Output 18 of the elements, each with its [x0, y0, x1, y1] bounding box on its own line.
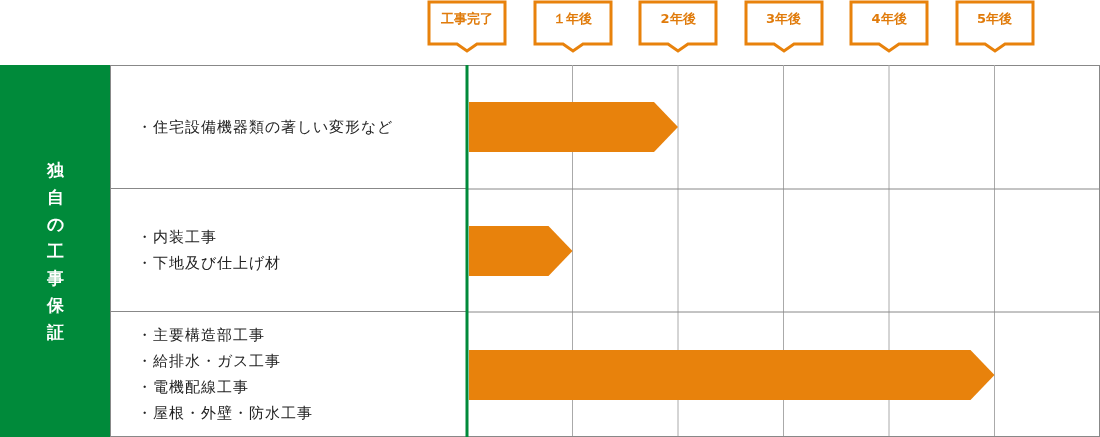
- tick-label: 5年後: [976, 10, 1012, 28]
- tick-label: 4年後: [871, 10, 907, 28]
- list-item: ・下地及び仕上げ材: [137, 253, 281, 274]
- list-item: ・給排水・ガス工事: [137, 351, 281, 372]
- list-item: ・住宅設備機器類の著しい変形など: [137, 116, 393, 138]
- tick-label: 工事完了: [441, 10, 493, 28]
- table-cell: [110, 189, 468, 312]
- tick-label: 3年後: [765, 10, 801, 28]
- list-item: ・内装工事: [137, 227, 217, 248]
- table-cell: [110, 312, 468, 437]
- table-cell: [110, 65, 468, 189]
- tick-label: １年後: [553, 10, 592, 28]
- list-item: ・電機配線工事: [137, 377, 249, 398]
- tick-label: 2年後: [660, 10, 696, 28]
- list-item: ・屋根・外壁・防水工事: [137, 403, 313, 424]
- vertical-heading: 独自の工事保証: [46, 158, 65, 344]
- heading-band: [0, 65, 111, 437]
- list-item: ・主要構造部工事: [137, 325, 265, 346]
